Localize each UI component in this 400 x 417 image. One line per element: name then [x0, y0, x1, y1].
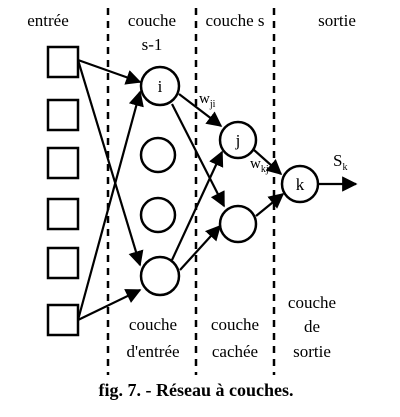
bottom-label-hidden-layer-line2: cachée	[212, 342, 258, 361]
bottom-label-output-layer-line3: sortie	[293, 342, 331, 361]
neuron-label-k: k	[296, 175, 305, 194]
neuron-layer1	[139, 255, 181, 297]
neuron-k	[280, 164, 320, 204]
column-label-input: entrée	[27, 11, 69, 30]
neuron-layer2	[218, 204, 258, 244]
neuron-layer1	[139, 196, 177, 234]
column-label-layer-prev-line1: couche	[128, 11, 176, 30]
input-units	[46, 45, 80, 337]
input-unit	[46, 45, 80, 79]
edges-layer1-to-layer2	[171, 93, 225, 271]
figure-caption: fig. 7. - Réseau à couches.	[99, 380, 294, 400]
edges-input-to-layer1	[76, 58, 144, 321]
bottom-label-input-layer-line2: d'entrée	[126, 342, 179, 361]
column-label-layer-prev-line2: s-1	[142, 35, 163, 54]
output-signal-label: Sk	[333, 151, 347, 173]
bottom-label-input-layer-line1: couche	[129, 315, 177, 334]
neuron-label-i: i	[158, 77, 163, 96]
neuron-label-j: j	[235, 131, 241, 150]
input-unit	[46, 98, 80, 132]
input-unit	[46, 246, 80, 280]
input-unit	[46, 303, 80, 337]
column-label-output: sortie	[318, 11, 356, 30]
input-unit	[46, 146, 80, 180]
neuron-i	[139, 65, 181, 107]
neuron-j	[218, 120, 258, 160]
edges-layer2-to-output	[253, 149, 285, 217]
bottom-label-output-layer-line1: couche	[288, 293, 336, 312]
weight-label-wji: wji	[199, 91, 216, 110]
neuron-layer1	[139, 136, 177, 174]
bottom-label-output-layer-line2: de	[304, 317, 320, 336]
bottom-label-hidden-layer-line1: couche	[211, 315, 259, 334]
column-label-layer-s: couche s	[205, 11, 264, 30]
weight-label-wkj: wkj	[250, 156, 269, 175]
input-unit	[46, 197, 80, 231]
